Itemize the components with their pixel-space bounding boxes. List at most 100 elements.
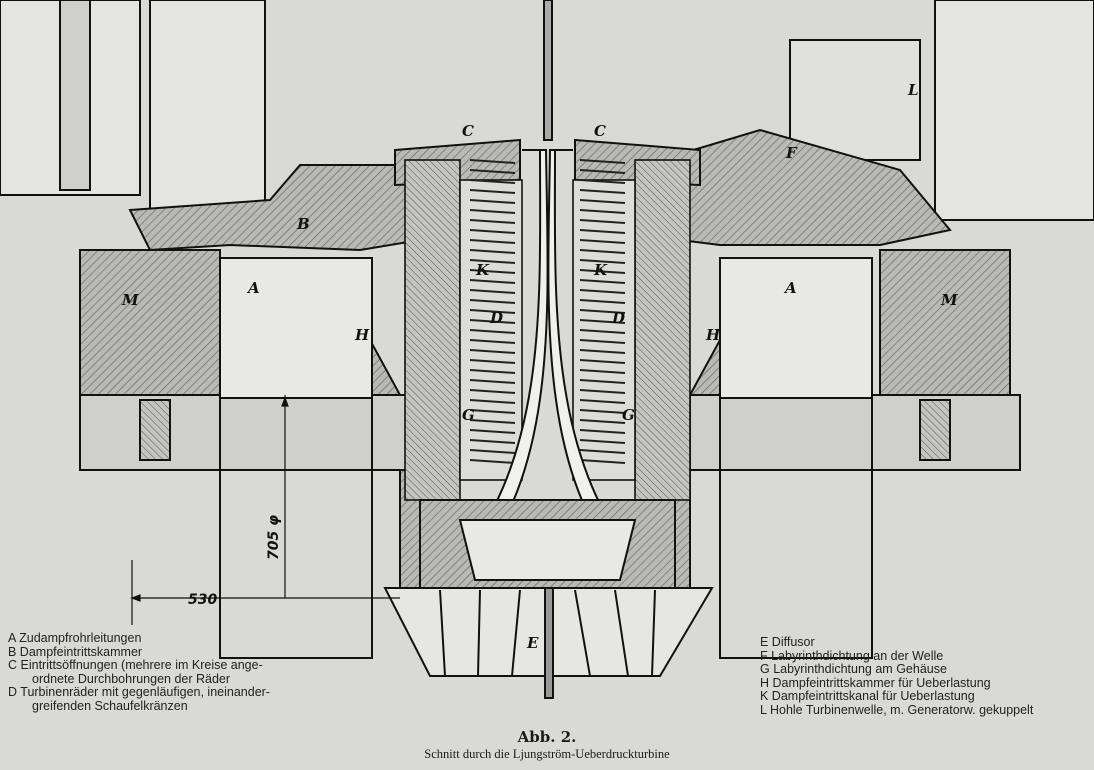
label-h-left: H — [354, 326, 370, 344]
blade-ring — [579, 439, 626, 444]
blade-ring — [579, 309, 626, 314]
center-shaft — [419, 0, 676, 591]
blade-ring — [579, 359, 626, 364]
blade-ring — [579, 319, 626, 324]
blade-ring — [469, 279, 516, 284]
blade-ring — [579, 429, 626, 434]
blade-ring — [579, 399, 626, 404]
legend-item: D Turbinenräder mit gegenläufigen, inein… — [8, 685, 270, 699]
diffuser — [383, 587, 714, 699]
blade-ring — [579, 169, 626, 174]
blade-ring — [579, 199, 626, 204]
dimension-diameter: 705 φ — [266, 515, 282, 560]
label-c-left: C — [462, 122, 474, 140]
blade-ring — [469, 369, 516, 374]
label-b: B — [296, 215, 310, 233]
blade-ring — [469, 449, 516, 454]
label-d-right: D — [611, 309, 625, 327]
blade-ring — [579, 389, 626, 394]
legend-item: H Dampfeintrittskammer für Ueberlastung — [760, 675, 991, 690]
label-e: E — [526, 634, 539, 652]
blade-ring — [579, 379, 626, 384]
label-d-left: D — [489, 309, 503, 327]
legend-item: F Labyrinthdichtung an der Welle — [760, 648, 944, 663]
blade-ring — [579, 329, 626, 334]
blade-ring — [469, 419, 516, 424]
blade-ring — [469, 269, 516, 274]
label-g-right: G — [622, 406, 635, 424]
label-c-right: C — [594, 122, 606, 140]
blade-ring — [579, 239, 626, 244]
turbine-wheels — [404, 159, 691, 501]
blade-ring — [579, 349, 626, 354]
legend-item-continuation: ordnete Durchbohrungen der Räder — [32, 671, 231, 686]
blade-ring — [579, 189, 626, 194]
label-k-left: K — [475, 261, 490, 279]
blade-ring — [469, 239, 516, 244]
label-a-right: A — [783, 279, 797, 297]
blade-ring — [579, 289, 626, 294]
label-m-right: M — [940, 291, 958, 309]
part-labels: C C L F B A A K K D D H H M M G G E 705 … — [121, 81, 958, 652]
label-h-right: H — [705, 326, 721, 344]
label-f: F — [785, 144, 798, 162]
legend-item: E Diffusor — [760, 635, 815, 649]
legend-item: L Hohle Turbinenwelle, m. Generatorw. ge… — [760, 702, 1034, 717]
blade-ring — [469, 329, 516, 334]
blade-ring — [469, 219, 516, 224]
blade-ring — [579, 179, 626, 184]
blade-ring — [579, 409, 626, 414]
legend-item: A Zudampfrohrleitungen — [8, 631, 142, 645]
label-l: L — [907, 81, 919, 99]
dimension-lines — [130, 395, 400, 625]
legend-item: K Dampfeintrittskanal für Ueberlastung — [760, 689, 975, 703]
steam-inlet-pipes — [219, 257, 873, 659]
blade-ring — [579, 219, 626, 224]
figure-title: Abb. 2. — [517, 728, 577, 746]
label-k-right: K — [593, 261, 608, 279]
blade-ring — [579, 159, 626, 164]
legend-item: C Eintrittsöffnungen (mehrere im Kreise … — [8, 658, 263, 672]
dimension-length: 530 — [188, 592, 217, 608]
blade-ring — [469, 309, 516, 314]
blade-ring — [469, 289, 516, 294]
blade-ring — [579, 259, 626, 264]
blade-ring — [579, 339, 626, 344]
blade-ring — [469, 299, 516, 304]
blade-ring — [579, 209, 626, 214]
blade-ring — [579, 229, 626, 234]
blade-ring — [469, 339, 516, 344]
figure-caption: Schnitt durch die Ljungström-Ueberdruckt… — [424, 747, 670, 761]
blade-ring — [579, 269, 626, 274]
legend-item: G Labyrinthdichtung am Gehäuse — [760, 662, 947, 676]
label-g-left: G — [462, 406, 475, 424]
blade-ring — [579, 279, 626, 284]
blade-ring — [469, 379, 516, 384]
blade-ring — [469, 409, 516, 414]
blade-ring — [469, 159, 516, 164]
blade-ring — [579, 249, 626, 254]
blade-ring — [469, 169, 516, 174]
blade-ring — [469, 429, 516, 434]
blade-ring — [579, 299, 626, 304]
label-m-left: M — [121, 291, 139, 309]
blade-ring — [469, 209, 516, 214]
blade-ring — [469, 229, 516, 234]
blade-ring — [579, 419, 626, 424]
blade-ring — [579, 449, 626, 454]
blade-ring — [579, 369, 626, 374]
blade-ring — [469, 199, 516, 204]
blade-ring — [469, 189, 516, 194]
foundation — [79, 394, 1021, 471]
blade-ring — [469, 359, 516, 364]
blade-ring — [469, 249, 516, 254]
label-a-left: A — [246, 279, 260, 297]
blade-ring — [469, 319, 516, 324]
blade-ring — [469, 389, 516, 394]
blade-ring — [469, 179, 516, 184]
blade-ring — [579, 459, 626, 464]
blade-ring — [469, 399, 516, 404]
